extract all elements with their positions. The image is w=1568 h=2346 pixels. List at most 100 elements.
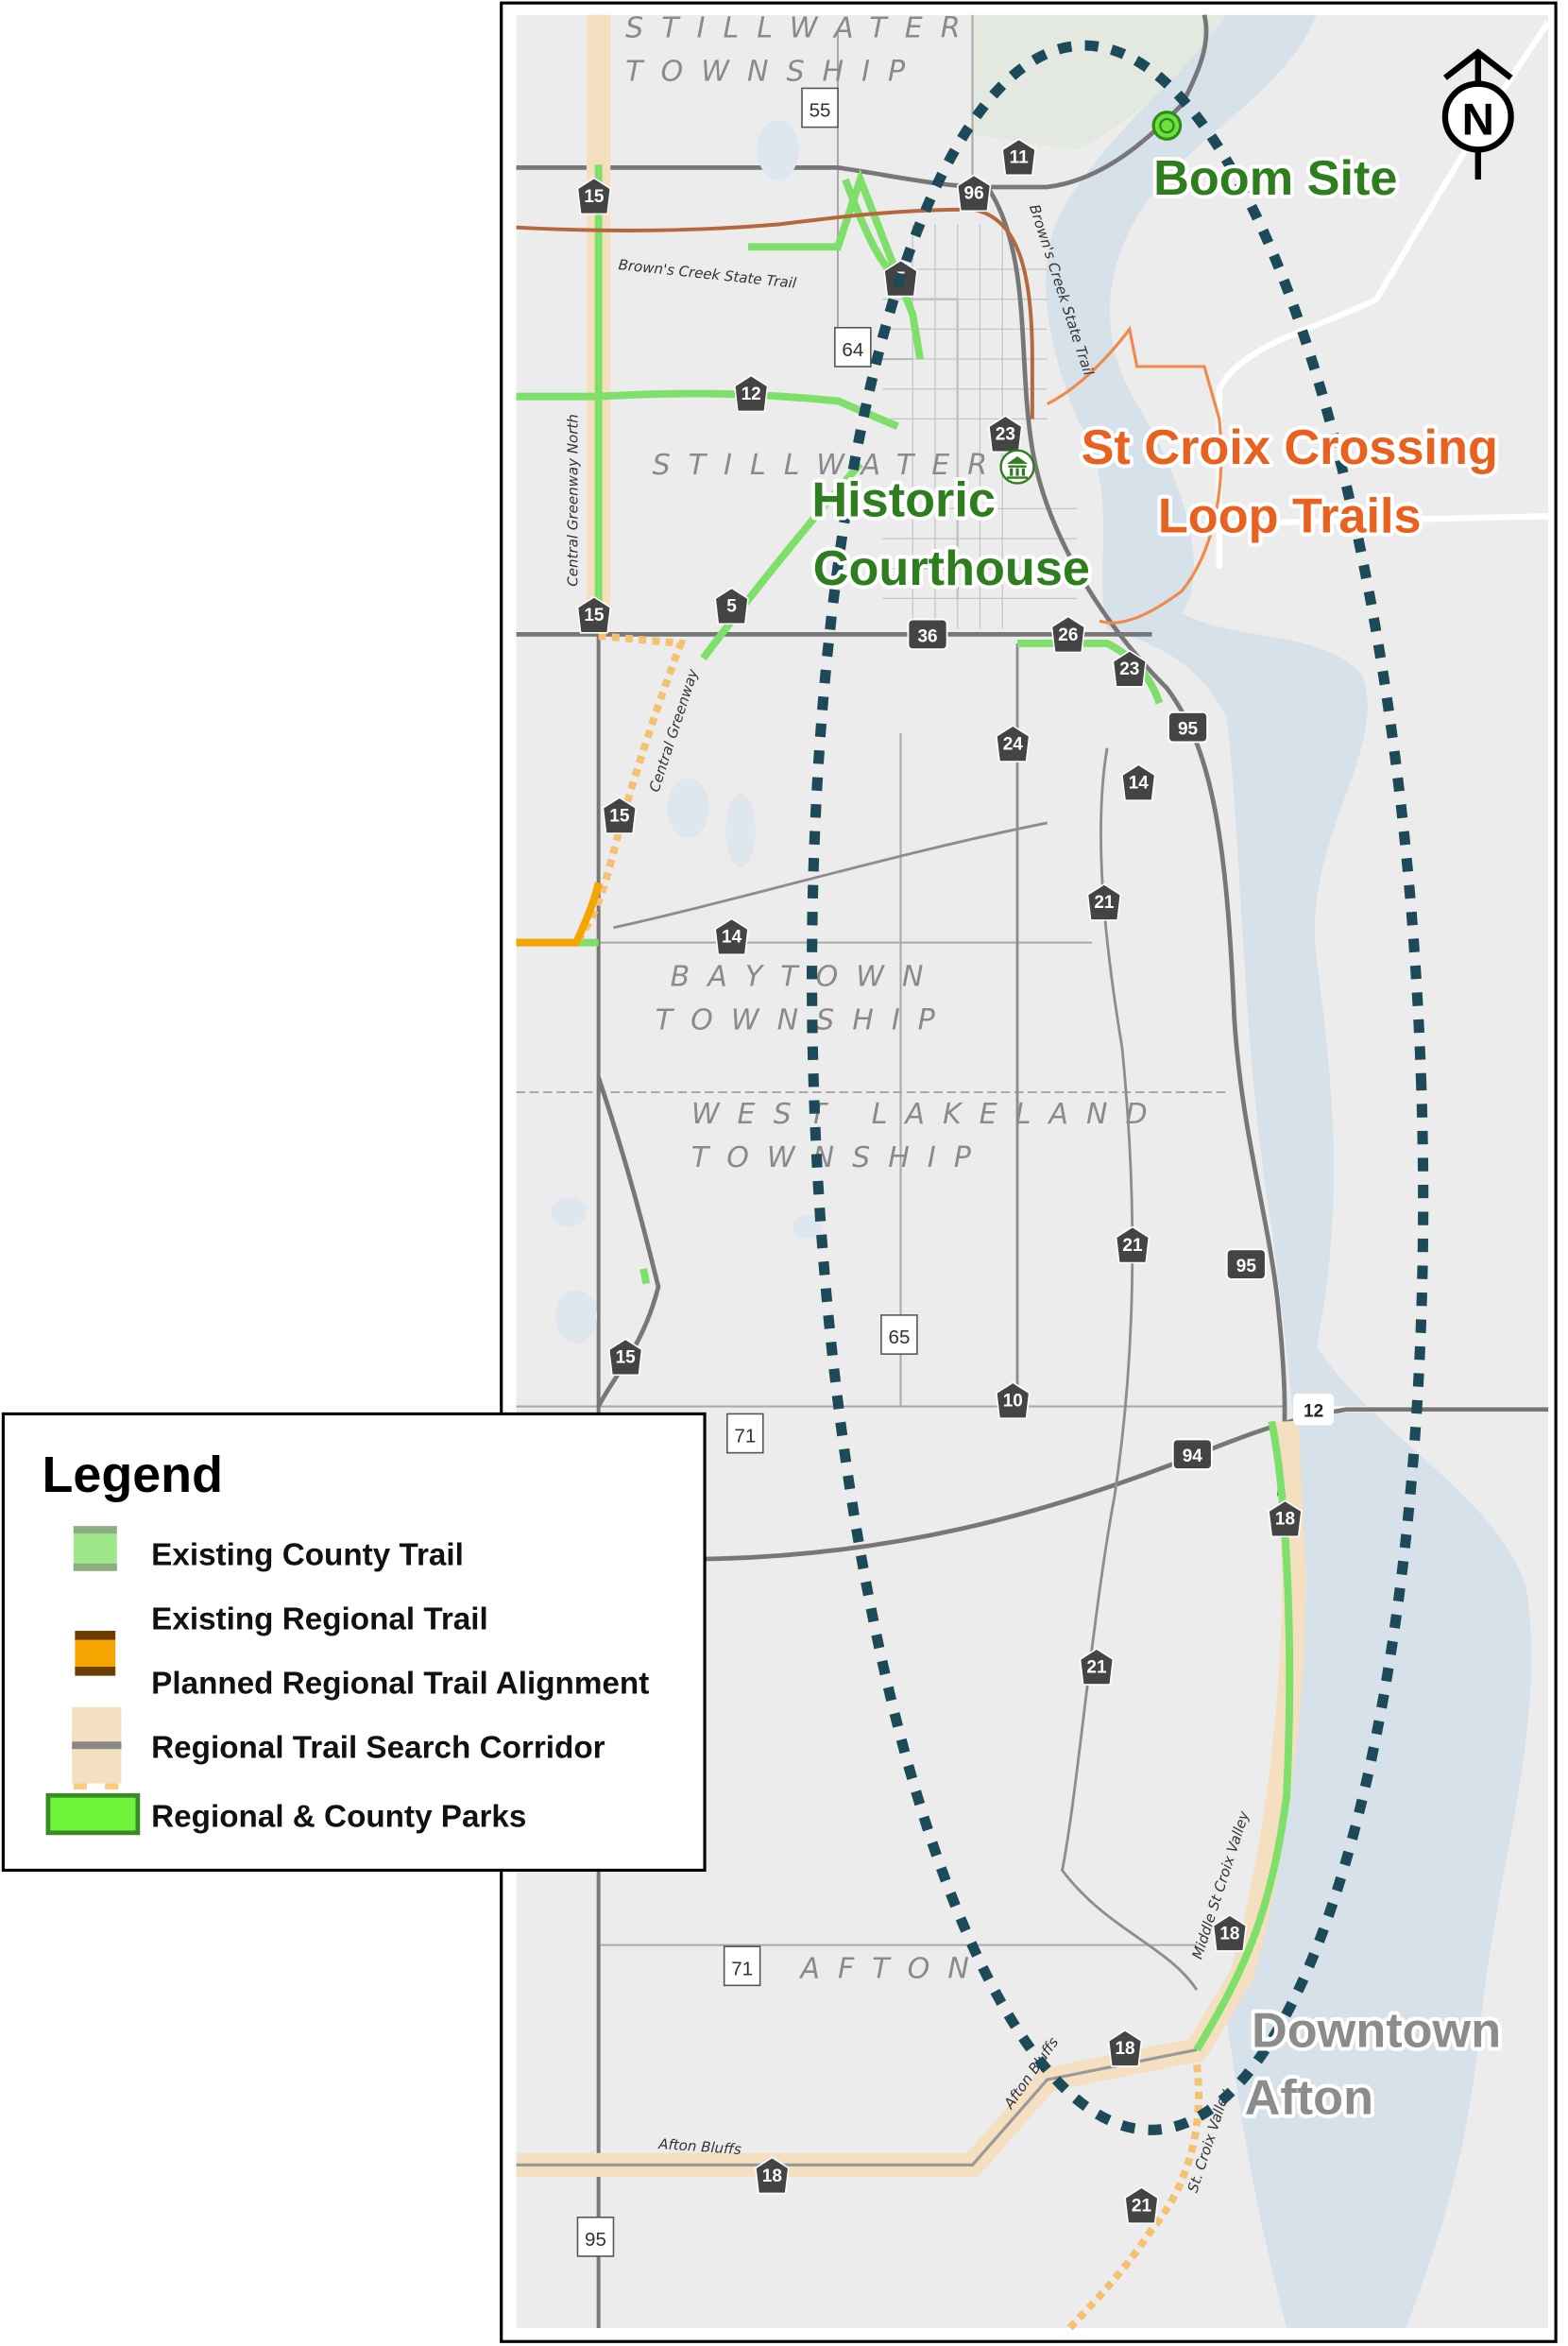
legend-title: Legend [43, 1447, 223, 1503]
county-route-shield: 26 [1050, 615, 1086, 654]
county-route-shield: 10 [996, 1381, 1031, 1419]
town-label: AFTON [798, 1952, 986, 1985]
boom-site-marker [1151, 111, 1183, 141]
town-label: TOWNSHIP [656, 1003, 953, 1036]
town-label: STILLWATER [653, 449, 1006, 482]
highway-shield: 12 [1293, 1393, 1335, 1426]
county-route-shield: 5 [714, 587, 749, 625]
road-number: 71 [731, 1958, 753, 1979]
county-route-shield: 21 [1124, 2186, 1159, 2224]
town-label: STILLWATER [625, 12, 979, 45]
county-route-shield: 15 [602, 796, 638, 834]
st-croix-crossing-loop [1046, 325, 1223, 625]
shield-number: 23 [996, 425, 1015, 445]
shield-number: 14 [722, 928, 742, 948]
highway-shields: 36 95 95 12 94 [907, 618, 1335, 1470]
county-route-shield: 18 [1212, 1914, 1248, 1952]
legend-item-label: Existing Regional Trail [151, 1601, 488, 1636]
county-road-marker: 64 [834, 327, 872, 368]
historic-label: Historic [811, 472, 996, 527]
town-label: TOWNSHIP [691, 1141, 989, 1174]
highway-number: 95 [1236, 1257, 1257, 1276]
existing-regional-trail [516, 207, 1034, 420]
county-route-shield: 23 [1112, 649, 1148, 688]
road-number: 71 [734, 1426, 756, 1447]
county-route-shield: 18 [1107, 2029, 1143, 2067]
highway-shield: 95 [1167, 711, 1209, 744]
county-route-shield: 18 [755, 2156, 790, 2195]
legend-swatch-county-trail [73, 1526, 117, 1571]
lakes [550, 119, 824, 1344]
shield-number: 23 [1119, 659, 1139, 679]
county-road-marker: 55 [801, 87, 839, 128]
legend-swatch-regional-trail [75, 1631, 116, 1676]
north-label: N [1462, 95, 1494, 146]
county-road-squares: 55 64 65 71 71 95 [576, 87, 918, 2257]
shield-number: 96 [964, 184, 984, 204]
legend-swatch-search-corridor [72, 1706, 122, 1784]
county-route-shield: 23 [988, 415, 1023, 454]
st-croix-river [1046, 14, 1532, 2328]
county-route-shield: 14 [1121, 763, 1156, 801]
north-park-area [972, 14, 1227, 150]
road-number: 95 [585, 2229, 606, 2251]
shield-number: 15 [584, 187, 605, 207]
study-area-ellipse [807, 40, 1429, 2135]
town-label: TOWNSHIP [625, 56, 923, 89]
county-route-shield: 15 [576, 595, 612, 634]
shield-number: 24 [1003, 734, 1024, 754]
shield-number: 21 [1094, 893, 1115, 913]
boom-site-label: Boom Site [1153, 151, 1397, 206]
afton-label: Afton [1245, 2071, 1373, 2126]
shield-number: 21 [1122, 1236, 1143, 1256]
shield-number: 15 [609, 806, 630, 826]
county-route-shield: 14 [714, 917, 749, 956]
county-road-marker: 95 [576, 2217, 615, 2257]
legend-swatch-parks [45, 1792, 141, 1836]
st-croix-crossing-label: St Croix Crossing [1082, 420, 1498, 475]
north-arrow-icon: N [1441, 48, 1514, 180]
shield-number: 21 [1086, 1657, 1107, 1677]
county-route-shield: 12 [733, 374, 769, 413]
shield-number: 21 [1132, 2196, 1152, 2216]
county-route-shield: 21 [1115, 1225, 1150, 1264]
city-grid [882, 224, 1078, 629]
shield-number: 18 [1275, 1510, 1295, 1530]
shield-number: 12 [741, 385, 761, 404]
county-roads [613, 642, 1199, 1991]
legend-item-label: Existing County Trail [151, 1537, 464, 1572]
county-road-marker: 71 [726, 1413, 764, 1454]
downtown-label: Downtown [1252, 2003, 1501, 2058]
county-route-shield: 96 [956, 174, 992, 213]
courthouse-icon [999, 449, 1035, 485]
highway-number: 36 [917, 626, 937, 646]
road-number: 65 [888, 1327, 910, 1348]
county-road-marker: 71 [723, 1945, 761, 1987]
legend-item-label: Regional Trail Search Corridor [151, 1731, 605, 1766]
highway-number: 94 [1183, 1447, 1203, 1466]
shield-number: 15 [584, 606, 605, 625]
shield-number: 10 [1003, 1392, 1023, 1412]
county-route-shield: 15 [576, 177, 612, 215]
shield-number: 18 [1115, 2039, 1134, 2059]
highway-shield: 95 [1225, 1248, 1267, 1280]
highway-shield: 94 [1171, 1438, 1213, 1470]
shield-number: 18 [762, 2166, 782, 2186]
road-number: 55 [810, 100, 831, 122]
county-road-marker: 65 [880, 1314, 918, 1355]
county-route-shield: 11 [1001, 138, 1036, 177]
shield-number: 15 [616, 1348, 637, 1368]
boom-site-marker-ring [1159, 117, 1175, 134]
map-canvas: STILLWATER TOWNSHIP STILLWATER BAYTOWN T… [516, 12, 1551, 2331]
county-route-shield: 21 [1086, 882, 1122, 921]
town-label: WEST LAKELAND [691, 1098, 1166, 1131]
highway-number: 12 [1304, 1402, 1323, 1422]
legend-item-label: Planned Regional Trail Alignment [151, 1667, 649, 1702]
loop-trails-label: Loop Trails [1158, 489, 1422, 544]
county-route-shield: 15 [607, 1338, 643, 1377]
legend-item-label: Regional & County Parks [151, 1800, 526, 1835]
highway-number: 95 [1178, 720, 1199, 740]
shield-number: 18 [1219, 1924, 1239, 1944]
county-route-shield: 21 [1079, 1648, 1115, 1686]
